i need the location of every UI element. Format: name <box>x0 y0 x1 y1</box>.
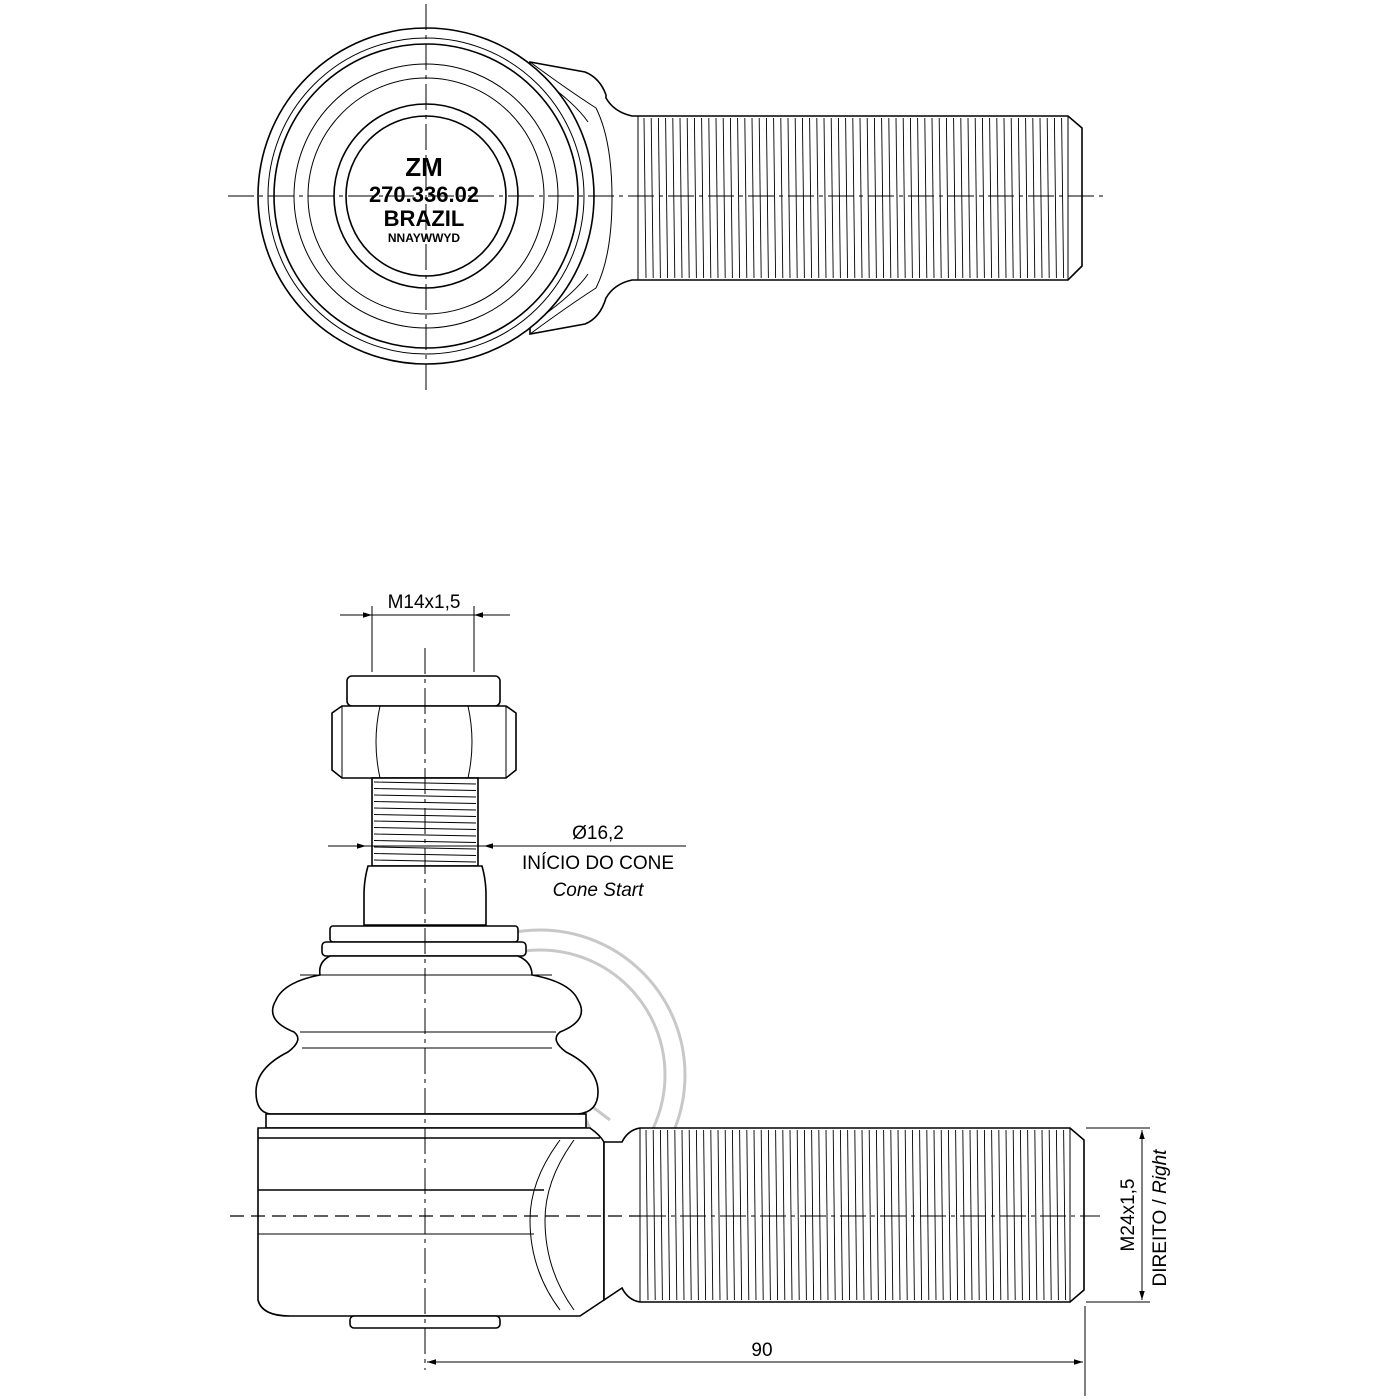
collar-ring-lower <box>321 941 527 957</box>
collar-ring <box>329 925 519 943</box>
side-housing <box>257 1113 605 1329</box>
dust-boot <box>255 955 599 1115</box>
cone-start-label-pt: INÍCIO DO CONE <box>522 853 674 874</box>
thread-direction-en: Right <box>1150 1149 1171 1194</box>
cone-start-label-en: Cone Start <box>553 880 645 901</box>
thread-direction-label: DIREITO / Right <box>1150 1149 1171 1287</box>
dim-shank-thread-label: M24x1,5 <box>1118 1179 1139 1252</box>
thread-direction-pt: DIREITO / <box>1150 1198 1171 1286</box>
dim-cone-diameter: Ø16,2 INÍCIO DO CONE Cone Start <box>328 823 686 901</box>
dim-length: 90 <box>427 1306 1086 1396</box>
top-shank-threads <box>643 117 1065 279</box>
dim-stud-thread-label: M14x1,5 <box>388 592 461 613</box>
stamp-brand: ZM <box>405 152 443 182</box>
dim-length-label: 90 <box>751 1340 772 1361</box>
stamp-part-number: 270.336.02 <box>369 182 479 207</box>
part-stamp: ZM 270.336.02 BRAZIL NNAYWWYD <box>369 152 479 245</box>
top-shank-body <box>529 61 1083 335</box>
stamp-country: BRAZIL <box>384 206 465 231</box>
dim-cone-diameter-label: Ø16,2 <box>572 823 624 844</box>
top-view: ZM 270.336.02 BRAZIL NNAYWWYD <box>228 4 1104 392</box>
side-shank <box>603 1127 1085 1303</box>
side-shank-threads <box>645 1129 1067 1301</box>
stud-cap <box>346 675 501 707</box>
dim-shank-thread: M24x1,5 DIREITO / Right <box>1086 1127 1171 1303</box>
side-view: M14x1,5 Ø16,2 INÍCIO DO CONE Cone Start … <box>230 592 1171 1396</box>
dim-stud-thread: M14x1,5 <box>340 592 510 672</box>
stamp-date-code: NNAYWWYD <box>388 231 461 245</box>
castle-nut <box>331 705 517 779</box>
